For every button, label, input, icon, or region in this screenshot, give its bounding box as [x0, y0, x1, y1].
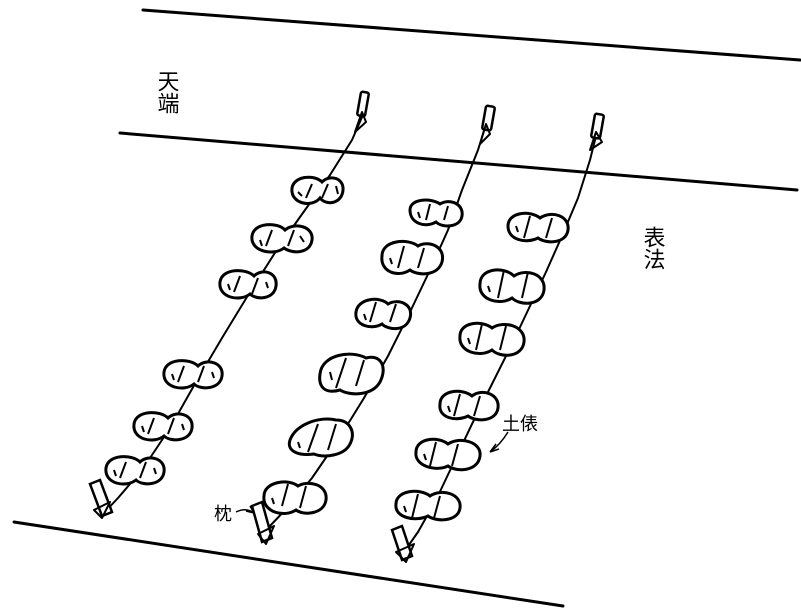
sandbag — [262, 480, 328, 515]
bag-tie — [417, 203, 449, 221]
bag-tie — [271, 483, 307, 509]
bag-tie — [227, 275, 269, 295]
crest-shoulder-line — [118, 131, 799, 192]
sandbag-rope-1 — [88, 90, 370, 519]
bottom-loop — [257, 525, 275, 545]
bag-tie — [515, 215, 553, 239]
front-slope-label: 表法 — [640, 226, 666, 270]
top-loop — [589, 131, 603, 151]
bag-tie — [297, 423, 337, 453]
bag-tie — [329, 357, 365, 389]
sandbag — [380, 239, 445, 276]
sandbag — [318, 352, 385, 396]
bag-tie — [171, 365, 215, 383]
bag-tie — [259, 229, 305, 247]
bag-tie — [447, 393, 481, 417]
top-edge-line — [141, 8, 801, 62]
bag-tie — [363, 301, 397, 323]
bottom-stake-icon — [250, 500, 274, 544]
sandbag-pointer-arrow — [489, 431, 509, 453]
sandbag-rope-3 — [390, 112, 605, 563]
top-loop — [479, 123, 491, 145]
bag-tie — [403, 493, 441, 519]
crest-label: 天端 — [154, 70, 180, 114]
sandbag-rope-2 — [250, 104, 496, 545]
bag-tie — [141, 417, 185, 435]
bag-tie — [423, 441, 459, 467]
sandbag — [354, 297, 413, 330]
sandbag — [478, 268, 546, 305]
top-stake-icon — [590, 112, 605, 140]
toe-line — [12, 520, 565, 608]
top-stake-icon — [481, 104, 496, 132]
bottom-loop — [93, 501, 111, 519]
bag-tie — [297, 183, 339, 199]
sandbag — [438, 389, 500, 422]
bottom-loop — [395, 543, 415, 563]
sandbag — [458, 321, 526, 357]
sandbag — [506, 211, 570, 244]
sandbag — [250, 223, 314, 254]
bag-tie — [113, 461, 157, 479]
sandbag — [287, 417, 354, 458]
top-loop — [354, 111, 367, 133]
sandbag — [414, 437, 482, 472]
stake-label: 枕 — [214, 504, 232, 525]
sandbag — [408, 198, 464, 228]
sandbag-label: 土俵 — [502, 414, 538, 435]
bag-tie — [467, 323, 507, 351]
bag-tie — [389, 245, 425, 269]
bag-tie — [487, 269, 529, 299]
sandbag — [290, 175, 345, 205]
sandbag — [394, 489, 462, 522]
